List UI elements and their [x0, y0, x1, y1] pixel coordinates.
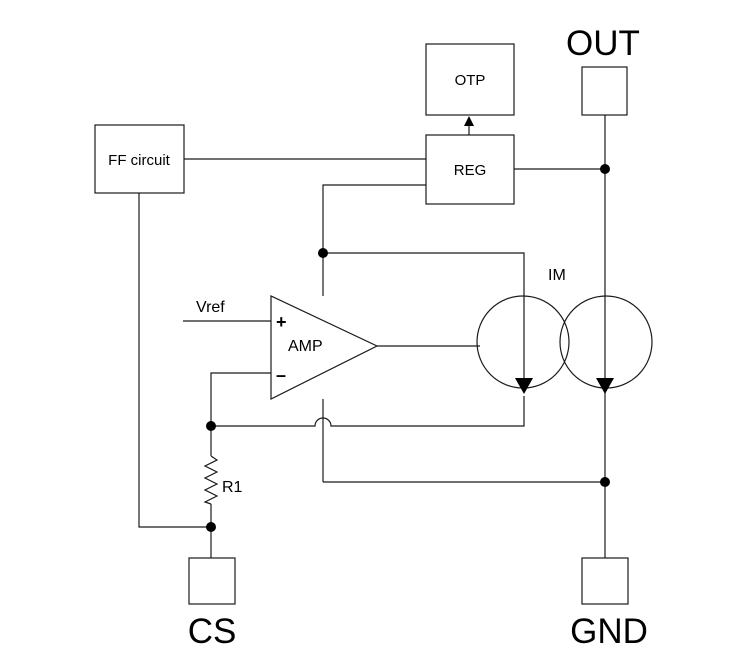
junction-cs: [206, 522, 216, 532]
otp-box: [425, 43, 515, 116]
amp-triangle: [270, 295, 379, 400]
reg-block: REG: [425, 134, 515, 205]
ff-circuit-box: [94, 124, 185, 194]
amp-neg-input-wire: [210, 372, 271, 426]
ff-circuit-label: FF circuit: [108, 152, 170, 169]
resistor-r1: [203, 455, 219, 505]
im-right-arrow-icon: [596, 378, 614, 394]
im-left-arrow-icon: [515, 378, 533, 394]
out-pin-label: OUT: [566, 24, 640, 63]
amp-plus-sign: +: [276, 312, 287, 332]
im-label: IM: [548, 267, 566, 284]
junction-ground: [600, 477, 610, 487]
vref-label: Vref: [196, 299, 225, 316]
gnd-pin: [581, 557, 629, 605]
amp-minus-sign: –: [276, 365, 286, 385]
im-feedback-wire: [211, 396, 525, 427]
amp-label: AMP: [288, 338, 323, 355]
junction-out: [600, 164, 610, 174]
im-right-circle: [559, 295, 653, 389]
out-pin: [581, 66, 628, 116]
supply-to-im-wire: [323, 252, 525, 380]
cs-pin-label: CS: [188, 612, 237, 651]
reg-label: REG: [454, 162, 487, 179]
reg-to-amp-supply-wire: [322, 184, 426, 253]
junction-supply: [318, 248, 328, 258]
junction-nodes: [206, 164, 610, 532]
ff-circuit-block: FF circuit: [94, 124, 185, 194]
ff-to-cs-wire: [138, 193, 211, 528]
otp-block: OTP: [425, 43, 515, 116]
im-left-circle: [476, 295, 570, 389]
cs-pin: [188, 557, 236, 605]
r1-label: R1: [222, 479, 243, 496]
otp-label: OTP: [455, 72, 486, 89]
current-source-im: [476, 295, 653, 394]
junction-feedback: [206, 421, 216, 431]
gnd-pin-label: GND: [570, 612, 648, 651]
reg-box: [425, 134, 515, 205]
